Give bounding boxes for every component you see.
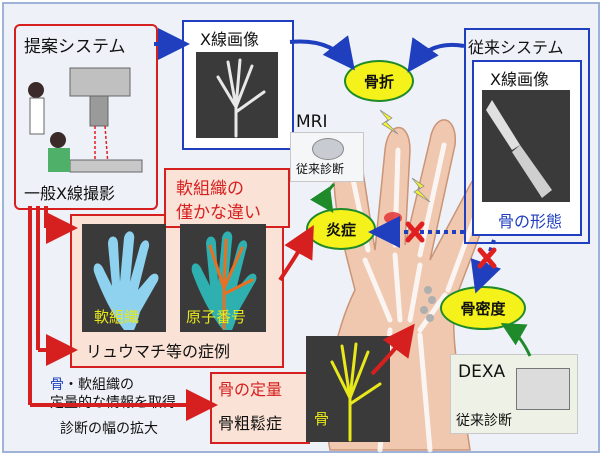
soft-tissue-img-label: 軟組織	[94, 308, 140, 326]
atomic-number-img-label: 原子番号	[186, 308, 247, 326]
bone-density-ellipse: 骨密度	[440, 286, 526, 330]
mri-label: MRI	[296, 112, 328, 132]
inflammation-ellipse: 炎症	[306, 208, 376, 250]
conventional-xray-title: X線画像	[490, 70, 549, 89]
bottom-text-bone: 骨	[50, 377, 64, 393]
mri-caption: 従来診断	[296, 162, 345, 176]
proposed-xray-image	[196, 52, 278, 138]
dexa-caption: 従来診断	[456, 413, 512, 429]
dexa-scanner-icon	[516, 368, 570, 410]
proposed-system-box	[14, 24, 158, 210]
bottom-text-line1: 骨・軟組織の	[50, 374, 134, 394]
bottom-text-line3: 診断の幅の拡大	[60, 421, 158, 437]
bone-quant-title: 骨の定量	[218, 380, 283, 399]
soft-tissue-image	[82, 224, 166, 332]
device-label: 一般X線撮影	[24, 184, 115, 203]
atomic-number-image	[180, 224, 266, 332]
conventional-caption: 骨の形態	[498, 212, 563, 231]
mri-scanner-icon	[312, 138, 344, 160]
soft-tissue-title-line2: 僅かな違い	[176, 203, 261, 223]
conventional-system-title: 従来システム	[468, 38, 564, 57]
bottom-text-soft: ・軟組織の	[64, 377, 134, 393]
soft-tissue-caption: リュウマチ等の症例	[86, 342, 231, 361]
proposed-xray-title: X線画像	[200, 30, 259, 49]
dexa-label: DEXA	[458, 362, 506, 382]
bone-quant-caption: 骨粗鬆症	[218, 414, 283, 433]
proposed-system-title: 提案システム	[24, 37, 126, 57]
blocked-marks	[405, 221, 497, 269]
conventional-xray-image	[482, 90, 570, 202]
bone-img-label: 骨	[314, 410, 330, 428]
soft-tissue-title-line1: 軟組織の	[176, 179, 244, 199]
bone-image	[306, 336, 390, 442]
fracture-ellipse: 骨折	[344, 60, 414, 102]
conventional-system-box	[464, 28, 590, 244]
